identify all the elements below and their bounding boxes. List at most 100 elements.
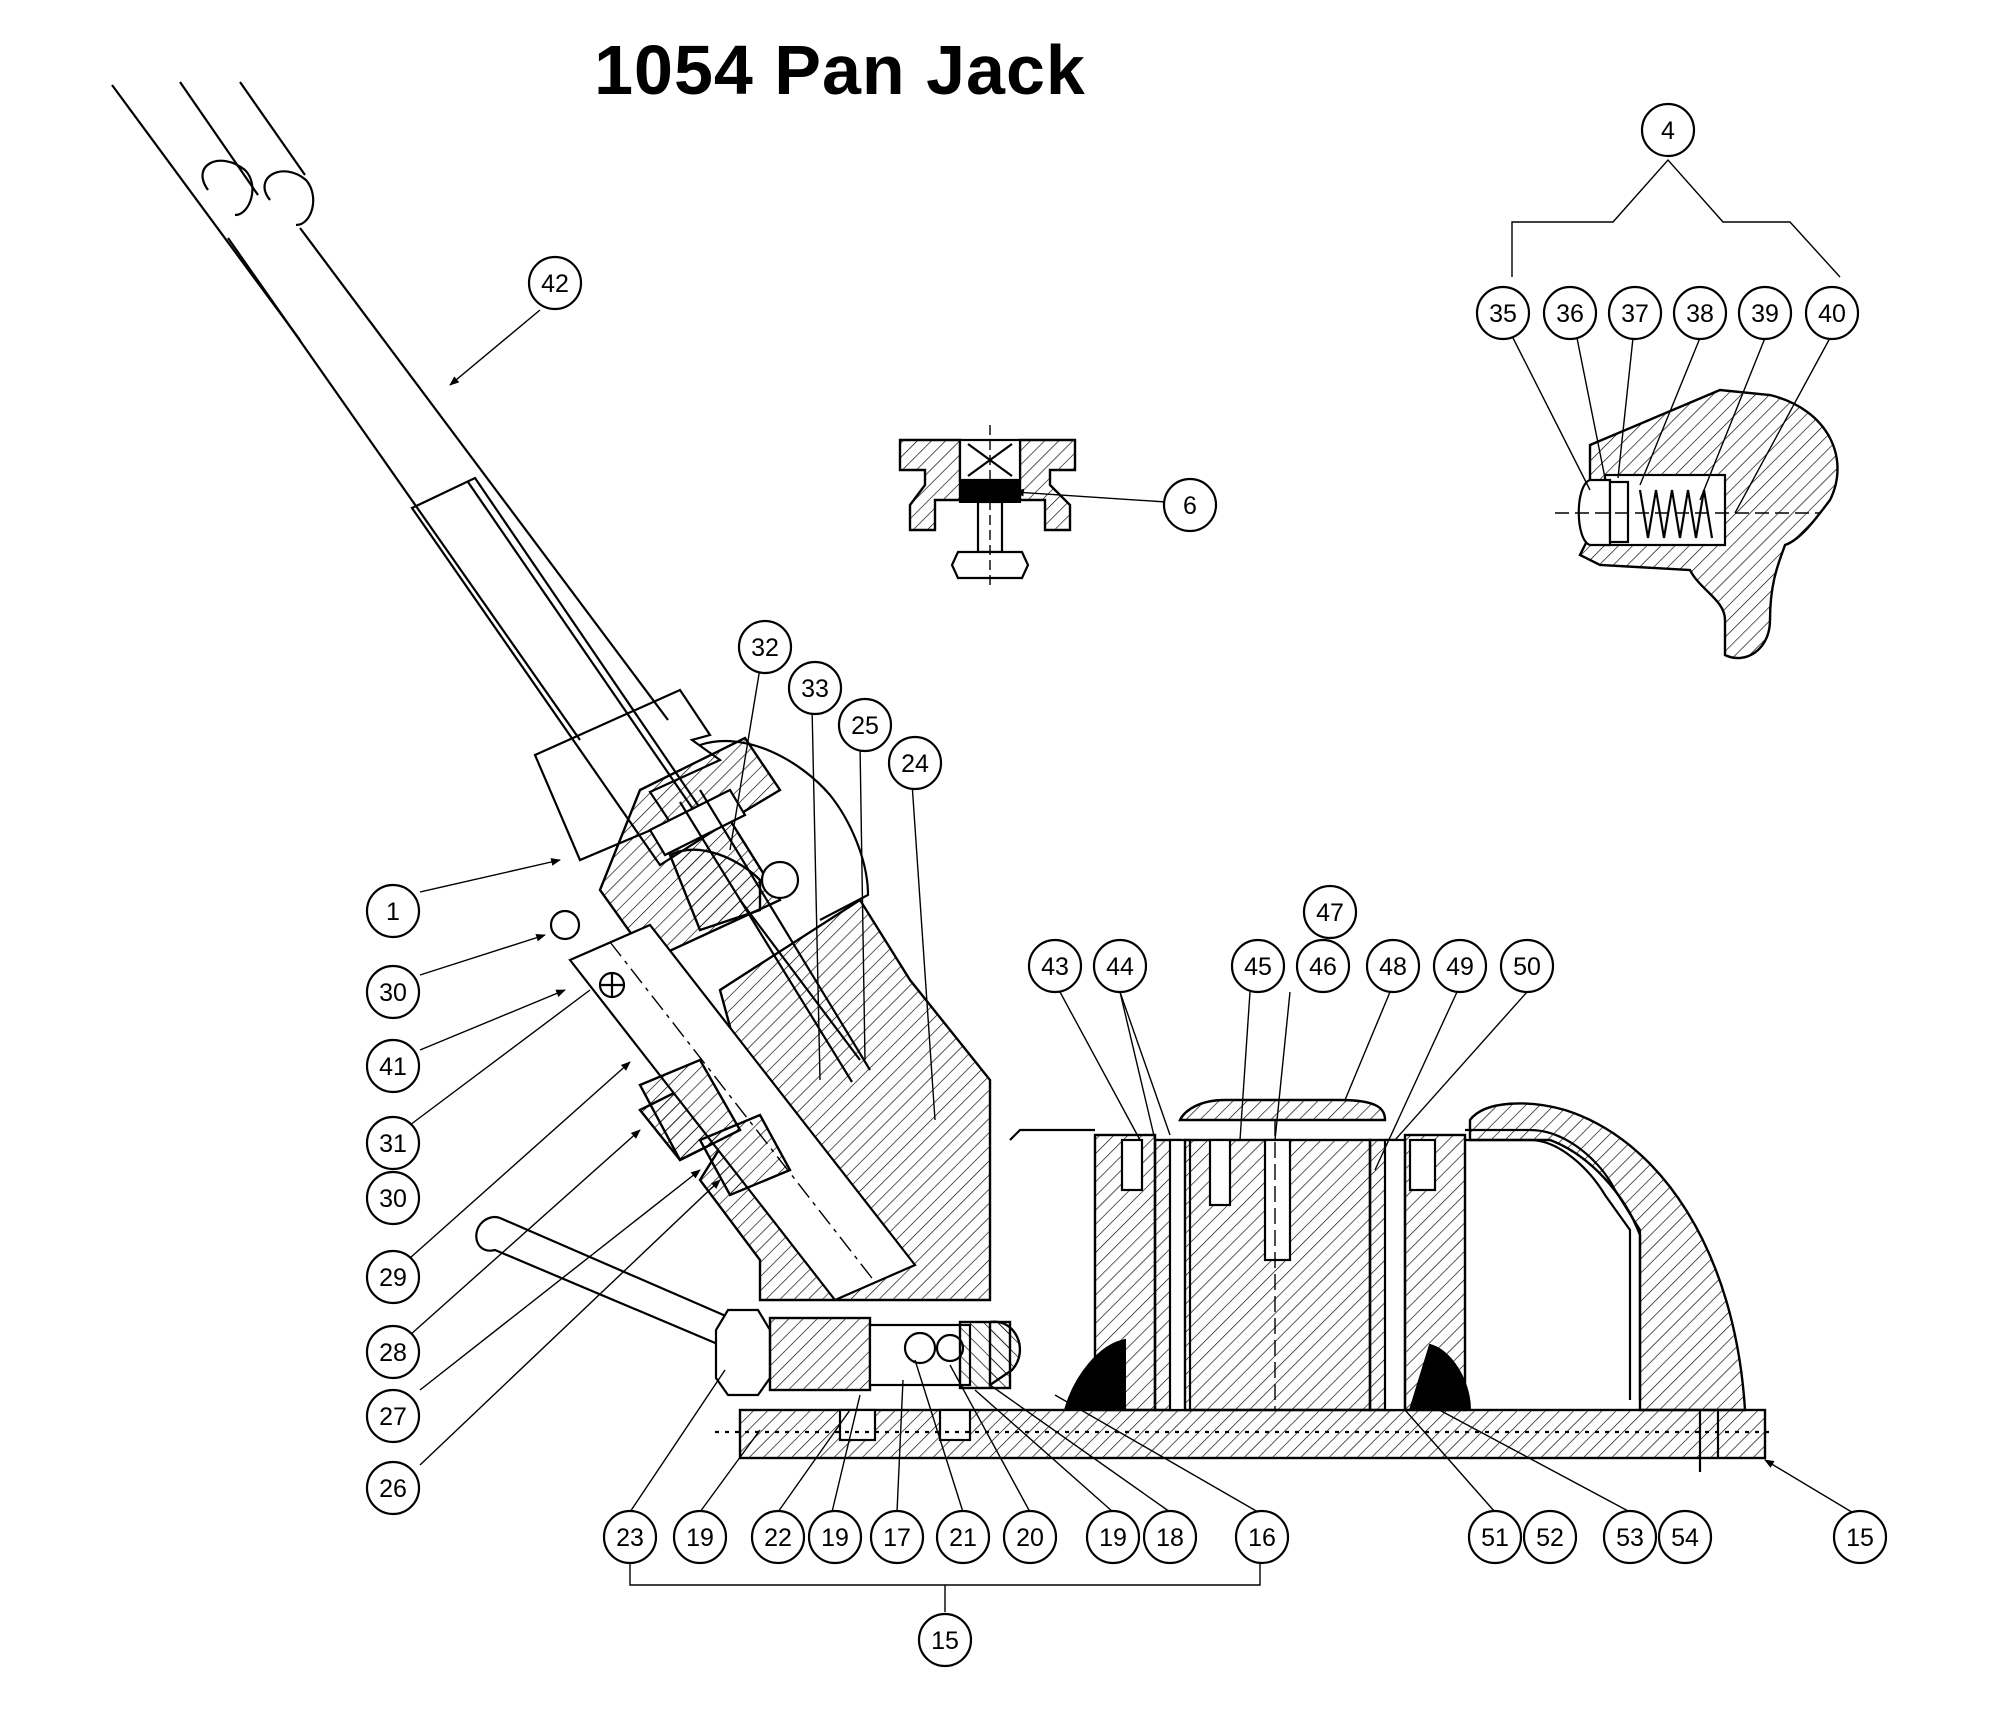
callout-36: 36: [1542, 285, 1598, 341]
callout-47: 47: [1302, 884, 1358, 940]
svg-text:42: 42: [541, 270, 569, 298]
callout-17: 17: [869, 1509, 925, 1565]
callout-15-bottom: 15: [917, 1612, 973, 1668]
svg-text:20: 20: [1016, 1524, 1044, 1552]
callout-51: 51: [1467, 1509, 1523, 1565]
svg-text:1: 1: [386, 898, 400, 926]
svg-text:49: 49: [1446, 953, 1474, 981]
callout-48: 48: [1365, 938, 1421, 994]
svg-text:51: 51: [1481, 1524, 1509, 1552]
svg-text:22: 22: [764, 1524, 792, 1552]
callout-18: 18: [1142, 1509, 1198, 1565]
svg-text:16: 16: [1248, 1524, 1276, 1552]
svg-text:31: 31: [379, 1130, 407, 1158]
callout-24: 24: [887, 735, 943, 791]
callout-50: 50: [1499, 938, 1555, 994]
callout-43: 43: [1027, 938, 1083, 994]
callout-53: 53: [1602, 1509, 1658, 1565]
svg-text:36: 36: [1556, 300, 1584, 328]
svg-text:24: 24: [901, 750, 929, 778]
svg-text:15: 15: [931, 1627, 959, 1655]
leader-lines: [409, 158, 1861, 1612]
callout-1: 1: [365, 883, 421, 939]
callout-26: 26: [365, 1460, 421, 1516]
callout-27: 27: [365, 1388, 421, 1444]
svg-text:26: 26: [379, 1475, 407, 1503]
svg-text:50: 50: [1513, 953, 1541, 981]
svg-text:30: 30: [379, 979, 407, 1007]
svg-text:54: 54: [1671, 1524, 1699, 1552]
callout-46: 46: [1295, 938, 1351, 994]
callout-33: 33: [787, 660, 843, 716]
svg-text:27: 27: [379, 1403, 407, 1431]
callout-41: 41: [365, 1038, 421, 1094]
callout-42: 42: [527, 255, 583, 311]
callout-54: 54: [1657, 1509, 1713, 1565]
callout-49: 49: [1432, 938, 1488, 994]
callout-6: 6: [1162, 477, 1218, 533]
svg-text:17: 17: [883, 1524, 911, 1552]
svg-text:21: 21: [949, 1524, 977, 1552]
callout-19-b: 19: [807, 1509, 863, 1565]
svg-text:44: 44: [1106, 953, 1134, 981]
callout-44: 44: [1092, 938, 1148, 994]
svg-text:40: 40: [1818, 300, 1846, 328]
svg-text:41: 41: [379, 1053, 407, 1081]
svg-text:33: 33: [801, 675, 829, 703]
callout-40: 40: [1804, 285, 1860, 341]
svg-text:38: 38: [1686, 300, 1714, 328]
callout-30-upper: 30: [365, 964, 421, 1020]
callout-22: 22: [750, 1509, 806, 1565]
page-title: 1054 Pan Jack: [594, 31, 1086, 109]
svg-text:30: 30: [379, 1185, 407, 1213]
callout-35: 35: [1475, 285, 1531, 341]
callout-38: 38: [1672, 285, 1728, 341]
callout-4: 4: [1640, 102, 1696, 158]
callout-25: 25: [837, 697, 893, 753]
callout-23: 23: [602, 1509, 658, 1565]
svg-text:48: 48: [1379, 953, 1407, 981]
callout-28: 28: [365, 1324, 421, 1380]
callout-30-lower: 30: [365, 1170, 421, 1226]
callout-15-right: 15: [1832, 1509, 1888, 1565]
svg-text:29: 29: [379, 1264, 407, 1292]
handle-part: [111, 81, 717, 867]
svg-text:19: 19: [1099, 1524, 1127, 1552]
base-plate-part: [715, 1408, 1770, 1472]
svg-text:19: 19: [821, 1524, 849, 1552]
callout-32: 32: [737, 619, 793, 675]
svg-text:4: 4: [1661, 117, 1675, 145]
svg-text:35: 35: [1489, 300, 1517, 328]
svg-text:47: 47: [1316, 899, 1344, 927]
svg-text:25: 25: [851, 712, 879, 740]
detail-6-part: [898, 425, 1077, 590]
callout-19-a: 19: [672, 1509, 728, 1565]
svg-text:23: 23: [616, 1524, 644, 1552]
spring-icon: [1638, 489, 1714, 539]
svg-text:45: 45: [1244, 953, 1272, 981]
callout-16: 16: [1234, 1509, 1290, 1565]
callout-52: 52: [1522, 1509, 1578, 1565]
svg-text:39: 39: [1751, 300, 1779, 328]
callout-19-c: 19: [1085, 1509, 1141, 1565]
callout-31: 31: [365, 1115, 421, 1171]
valve-block-part: [714, 1308, 1022, 1397]
svg-text:19: 19: [686, 1524, 714, 1552]
release-rod: [475, 1215, 737, 1347]
callout-45: 45: [1230, 938, 1286, 994]
svg-text:6: 6: [1183, 492, 1197, 520]
svg-text:46: 46: [1309, 953, 1337, 981]
callout-21: 21: [935, 1509, 991, 1565]
svg-text:18: 18: [1156, 1524, 1184, 1552]
callout-39: 39: [1737, 285, 1793, 341]
svg-text:28: 28: [379, 1339, 407, 1367]
svg-text:53: 53: [1616, 1524, 1644, 1552]
callout-37: 37: [1607, 285, 1663, 341]
callout-29: 29: [365, 1249, 421, 1305]
svg-text:43: 43: [1041, 953, 1069, 981]
svg-text:15: 15: [1846, 1524, 1874, 1552]
detail-4-part: [1555, 388, 1839, 660]
pump-cylinder-part: [549, 909, 917, 1302]
svg-text:37: 37: [1621, 300, 1649, 328]
